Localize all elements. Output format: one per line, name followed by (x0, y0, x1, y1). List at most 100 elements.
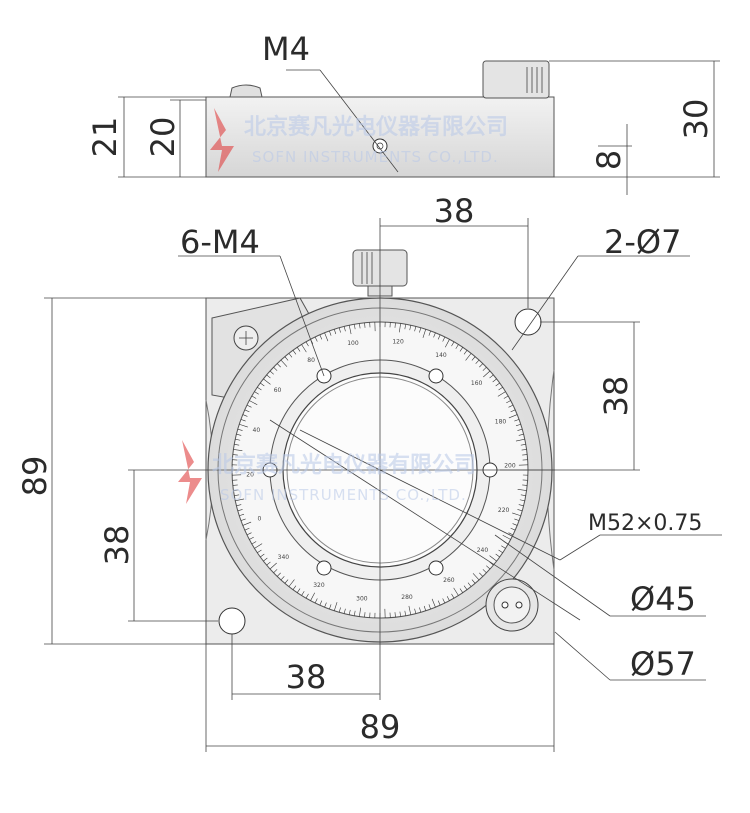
scale-tick (501, 545, 506, 549)
scale-label: 0 (258, 516, 262, 523)
scale-label: 120 (392, 338, 404, 345)
scale-tick (399, 323, 401, 333)
scale-tick (495, 553, 500, 558)
scale-tick (497, 391, 506, 397)
scale-label: 260 (443, 577, 455, 584)
scale-tick (455, 344, 459, 349)
scale-tick (414, 608, 417, 614)
scale-tick (333, 602, 338, 611)
scale-tick (471, 579, 476, 584)
scale-tick (515, 423, 521, 427)
scale-tick (404, 610, 406, 616)
scale-tick (329, 330, 332, 336)
scale-tick (442, 598, 446, 604)
logo-star-icon (178, 440, 202, 504)
scale-tick (237, 428, 243, 431)
scale-tick (489, 374, 494, 379)
scale-tick (354, 610, 356, 616)
scale-tick (482, 569, 487, 574)
scale-tick (409, 325, 412, 331)
scale-tick (444, 339, 450, 348)
scale-tick (394, 612, 396, 618)
scale-label: 160 (471, 380, 483, 387)
scale-tick (442, 336, 446, 342)
watermark-en: SOFN INSTRUMENTS CO.,LTD. (220, 486, 467, 504)
label-2-dia7: 2-Ø7 (604, 223, 681, 261)
scale-label: 20 (246, 472, 254, 479)
scale-tick (236, 433, 242, 436)
scale-tick (338, 607, 341, 613)
scale-tick (453, 587, 459, 596)
thread-label-m4: M4 (262, 30, 310, 68)
scale-label: 140 (435, 352, 447, 359)
scale-tick (518, 504, 524, 507)
scale-tick (288, 579, 295, 587)
watermark-top: 北京赛凡光电仪器有限公司 SOFN INSTRUMENTS CO.,LTD. (210, 108, 508, 172)
watermark-cn: 北京赛凡光电仪器有限公司 (212, 452, 476, 478)
scale-tick (419, 327, 422, 333)
side-view (118, 60, 720, 195)
scale-tick (324, 332, 329, 342)
scale-tick (266, 374, 271, 379)
scale-tick (251, 395, 257, 399)
scale-tick (233, 489, 239, 491)
scale-tick (260, 382, 265, 387)
scale-label: 280 (401, 594, 413, 601)
scale-tick (301, 591, 305, 596)
scale-tick (314, 336, 318, 342)
scale-tick (522, 484, 528, 486)
scale-tick (414, 326, 417, 332)
scale-tick (284, 356, 289, 361)
scale-tick (239, 513, 245, 517)
scale-tick (343, 326, 346, 332)
scale-tick (324, 602, 327, 608)
scale-label: 320 (313, 582, 325, 589)
scale-label: 240 (477, 547, 489, 554)
scale-tick (305, 341, 309, 347)
scale-tick (263, 378, 271, 385)
side-body (205, 96, 555, 178)
scale-tick (467, 582, 472, 587)
scale-tick (233, 449, 243, 451)
scale-tick (463, 350, 468, 355)
scale-label: 220 (498, 507, 510, 514)
corner-hole-bottom-left (218, 607, 246, 635)
scale-tick (235, 438, 241, 441)
scale-label: 100 (347, 340, 359, 347)
scale-tick (506, 400, 511, 404)
scale-tick (292, 350, 297, 355)
corner-hole-top-right (514, 308, 542, 336)
scale-tick (514, 518, 520, 521)
scale-tick (249, 536, 254, 540)
scale-tick (244, 527, 250, 531)
scale-tick (479, 363, 484, 368)
scale-tick (520, 444, 526, 446)
scale-tick (498, 386, 503, 391)
scale-tick (522, 454, 528, 456)
scale-tick (428, 330, 431, 336)
scale-tick (240, 419, 246, 422)
scale-tick (319, 600, 323, 606)
scale-label: 340 (278, 554, 290, 561)
scale-tick (479, 572, 484, 577)
scale-tick (237, 509, 243, 512)
scale-tick (310, 592, 316, 601)
scale-ticks (232, 322, 528, 618)
scale-tick (472, 573, 480, 581)
scale-tick (404, 324, 406, 330)
scale-tick (269, 562, 277, 570)
scale-tick (292, 585, 297, 590)
scale-tick (254, 391, 259, 395)
dim-top-38: 38 (434, 192, 475, 230)
scale-tick (423, 605, 427, 611)
dim-dia57: Ø57 (630, 645, 696, 683)
scale-tick (451, 341, 455, 347)
dim-8: 8 (590, 150, 628, 170)
side-knob (482, 60, 550, 99)
dim-left-38: 38 (98, 525, 136, 566)
scale-tick (319, 334, 323, 340)
scale-tick (518, 433, 524, 436)
scale-tick (296, 588, 301, 593)
